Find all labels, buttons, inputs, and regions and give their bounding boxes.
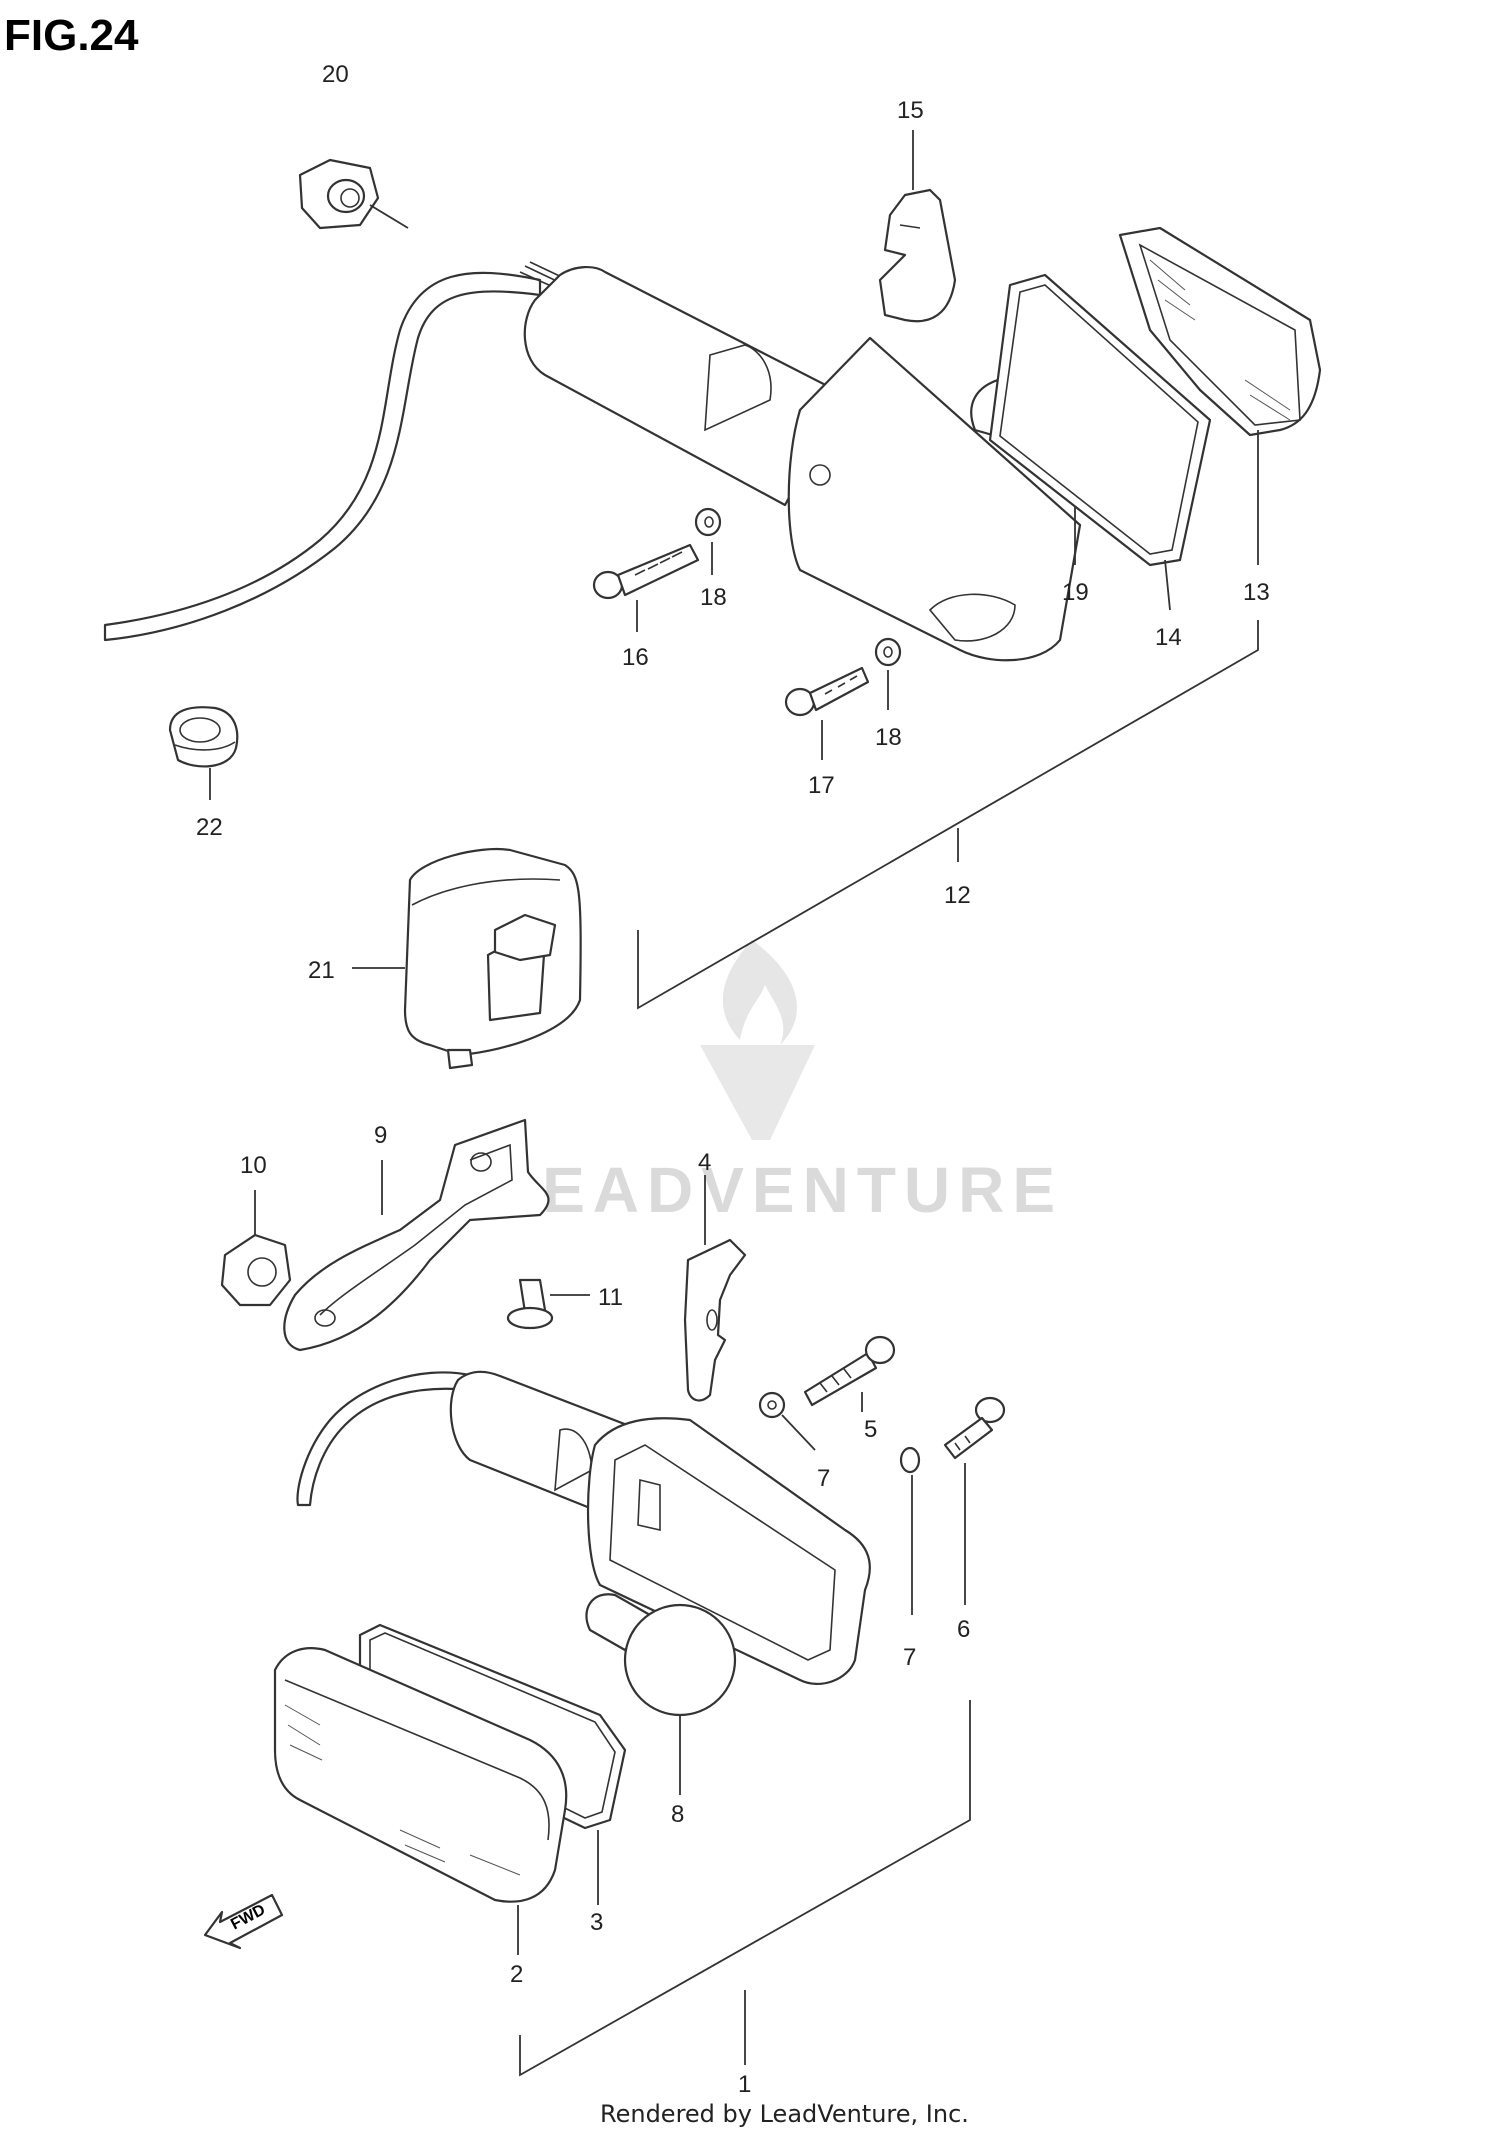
callout-14: 14: [1155, 624, 1182, 651]
callout-21: 21: [308, 957, 335, 984]
leader-7a: [781, 1414, 816, 1451]
part-20-nut: [298, 158, 380, 230]
callout-11: 11: [598, 1284, 623, 1311]
part-18-washer-lower: [874, 637, 902, 667]
callout-6: 6: [957, 1616, 970, 1643]
part-2-lens: [273, 1647, 568, 1903]
figure-title: FIG.24: [4, 11, 139, 60]
part-4-clip: [683, 1238, 747, 1402]
part-8-bulb: [585, 1593, 737, 1717]
part-17-screw: [784, 666, 870, 717]
callout-3: 3: [590, 1909, 603, 1936]
callout-9: 9: [374, 1122, 387, 1149]
callout-13: 13: [1243, 579, 1270, 606]
leader-20: [369, 204, 409, 229]
leader-14: [1164, 559, 1171, 611]
callout-7-upper: 7: [817, 1465, 830, 1492]
part-6-screw: [943, 1396, 1006, 1460]
callout-18-lower: 18: [875, 724, 902, 751]
footer-credit: Rendered by LeadVenture, Inc.: [600, 2100, 969, 2128]
part-15-clip: [878, 188, 957, 323]
part-18-washer-upper: [694, 507, 722, 537]
part-1-housing: [449, 1370, 871, 1685]
part-21-relay: [403, 848, 582, 1070]
part-16-screw: [592, 543, 700, 600]
part-9-bracket: [283, 1118, 550, 1352]
part-14-gasket: [988, 273, 1212, 567]
part-13-lens: [1118, 226, 1322, 437]
callout-12: 12: [944, 882, 971, 909]
fwd-arrow-icon: FWD: [203, 1893, 284, 1950]
part-12-housing: [523, 266, 1082, 662]
callout-16: 16: [622, 644, 649, 671]
callout-4: 4: [698, 1149, 711, 1176]
callout-1: 1: [738, 2071, 751, 2098]
callout-2: 2: [510, 1961, 523, 1988]
callout-20: 20: [322, 61, 349, 88]
part-7-washer-a: [758, 1391, 786, 1419]
part-11-bolt: [506, 1278, 554, 1330]
callout-17: 17: [808, 772, 835, 799]
callout-8: 8: [671, 1801, 684, 1828]
callout-7-lower: 7: [903, 1644, 916, 1671]
part-5-screw: [803, 1335, 896, 1407]
part-22-grommet: [168, 706, 239, 768]
lower-wire: [296, 1371, 472, 1507]
callout-5: 5: [864, 1416, 877, 1443]
callout-19: 19: [1062, 579, 1089, 606]
group-bracket-12: [637, 620, 1259, 1010]
watermark: LEADVENTURE: [495, 940, 1063, 1226]
callout-labels: 20 15 13 14 19 18 16 18 17 22 12 21 10 9…: [196, 61, 1270, 2098]
group-bracket-1: [519, 1700, 971, 2077]
callout-22: 22: [196, 814, 223, 841]
callout-15: 15: [897, 97, 924, 124]
watermark-text: LEADVENTURE: [495, 1154, 1063, 1226]
part-10-nut: [220, 1233, 292, 1307]
callout-18-upper: 18: [700, 584, 727, 611]
callout-10: 10: [240, 1152, 267, 1179]
part-7-washer-b: [899, 1446, 921, 1474]
upper-wire: [103, 271, 542, 642]
